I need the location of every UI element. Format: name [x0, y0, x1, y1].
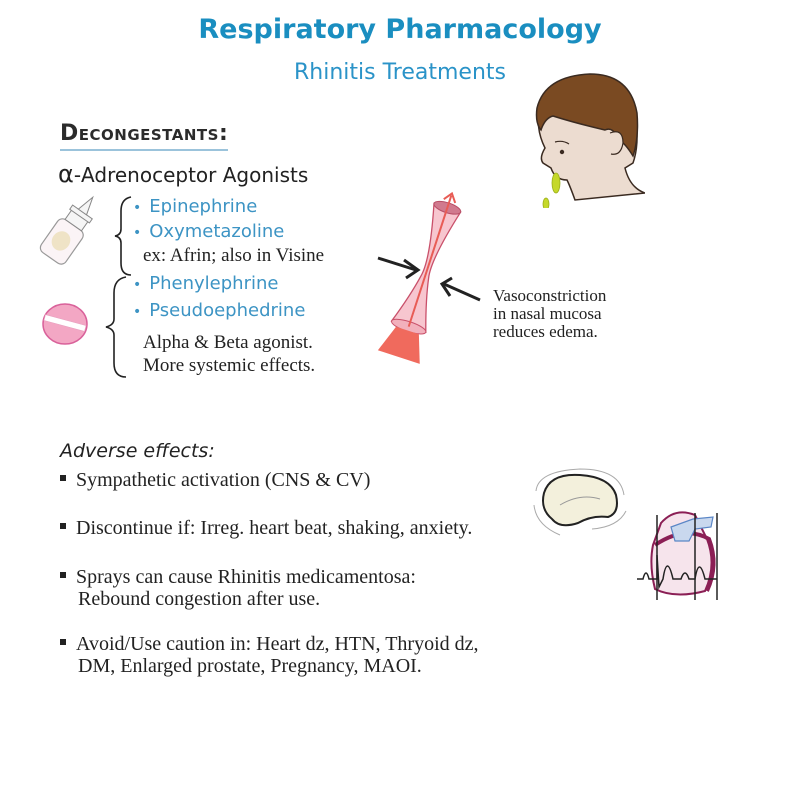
- runny-nose-person-icon: [535, 73, 645, 208]
- bullet-square: [60, 639, 66, 646]
- page-title: Respiratory Pharmacology: [198, 14, 602, 45]
- adverse-effect-item: Sprays can cause Rhinitis medicamentosa:…: [60, 566, 416, 610]
- constricted-vessel-icon: [377, 191, 481, 364]
- adverse-effect-item: Sympathetic activation (CNS & CV): [60, 469, 370, 491]
- adverse-effect-item: Discontinue if: Irreg. heart beat, shaki…: [60, 517, 472, 539]
- drug-epinephrine: •Epinephrine: [133, 196, 258, 217]
- drug-class-heading: α-Adrenoceptor Agonists: [58, 160, 308, 188]
- adverse-effect-item: Avoid/Use caution in: Heart dz, HTN, Thr…: [60, 633, 479, 677]
- drug-oxymetazoline: •Oxymetazoline: [133, 221, 285, 242]
- bullet-dot: •: [133, 225, 142, 241]
- adverse-effects-title: Adverse effects:: [60, 440, 215, 462]
- bullet-dot: •: [133, 200, 142, 216]
- bullet-square: [60, 475, 66, 482]
- drug-phenylephrine: •Phenylephrine: [133, 273, 279, 294]
- nasal-spray-icon: [39, 195, 94, 265]
- page-subtitle: Rhinitis Treatments: [294, 60, 506, 85]
- bullet-dot: •: [133, 304, 142, 320]
- bracket-group-1: [114, 196, 132, 276]
- heart-ecg-icon: [637, 511, 718, 600]
- bullet-square: [60, 523, 66, 530]
- shaking-brain-icon: [533, 468, 627, 536]
- bracket-group-2: [105, 276, 127, 378]
- group2-note: Alpha & Beta agonist. More systemic effe…: [143, 332, 316, 376]
- bullet-dot: •: [133, 277, 142, 293]
- bullet-square: [60, 572, 66, 579]
- group1-note: ex: Afrin; also in Visine: [143, 245, 325, 266]
- alpha-symbol: α: [58, 160, 74, 188]
- pill-icon: [42, 303, 88, 345]
- drug-class-name: -Adrenoceptor Agonists: [73, 163, 309, 187]
- vasoconstriction-caption: Vasoconstriction in nasal mucosa reduces…: [493, 286, 607, 341]
- drug-pseudoephedrine: •Pseudoephedrine: [133, 300, 306, 321]
- section-heading-decongestants: Decongestants:: [60, 120, 229, 151]
